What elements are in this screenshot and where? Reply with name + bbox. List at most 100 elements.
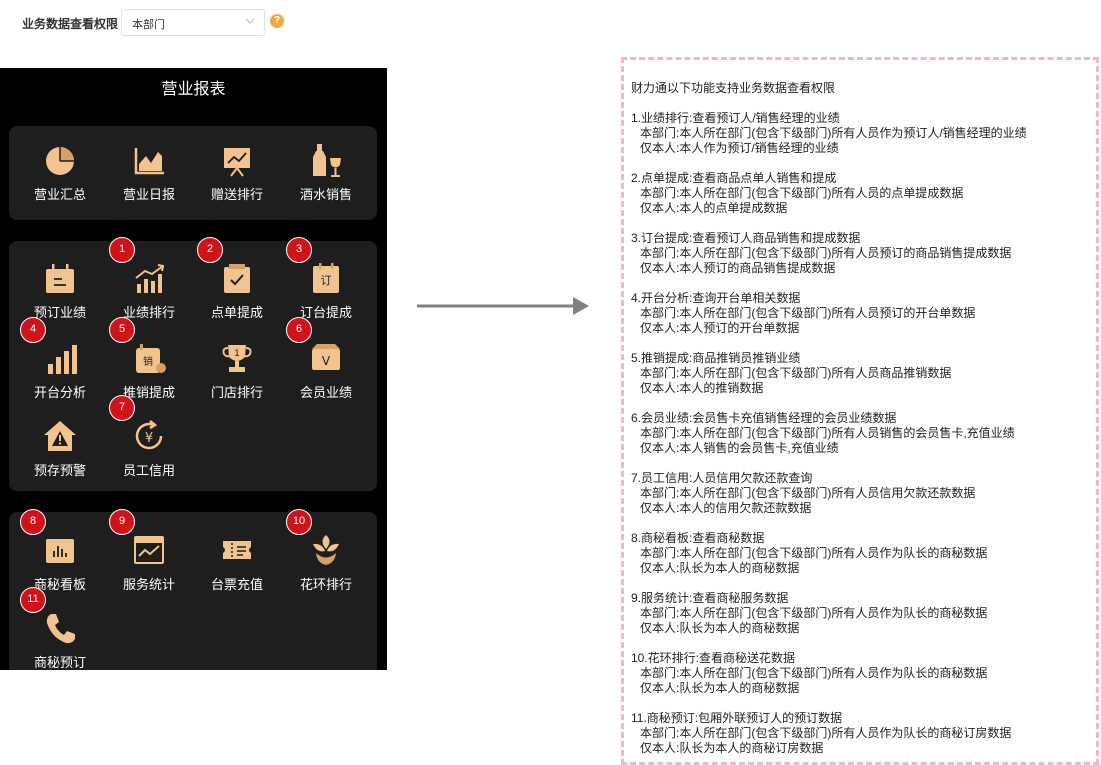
- notes-section: 10.花环排行:查看商秘送花数据本部门:本人所在部门(包含下级部门)所有人员作为…: [631, 651, 1091, 696]
- report-tile-label: 员工信用: [122, 463, 175, 478]
- report-tile-label: 服务统计: [122, 577, 175, 592]
- report-tile-label: 订台提成: [299, 305, 352, 320]
- dashboard-icon: [46, 539, 74, 563]
- notes-section: 11.商秘预订:包厢外联预订人的预订数据本部门:本人所在部门(包含下级部门)所有…: [631, 711, 1091, 756]
- notes-section-dept: 本部门:本人所在部门(包含下级部门)所有人员作为队长的商秘订房数据: [640, 726, 1012, 740]
- number-badge: 3: [286, 237, 312, 263]
- sales-icon: 销: [136, 344, 166, 373]
- notes-section-self: 仅本人:本人预订的商品销售提成数据: [640, 261, 836, 275]
- report-tile[interactable]: 预订业绩: [15, 258, 105, 328]
- notes-section-dept: 本部门:本人所在部门(包含下级部门)所有人员信用欠款还款数据: [640, 486, 976, 500]
- bottle-glass-icon: [313, 144, 341, 177]
- notes-section-dept: 本部门:本人所在部门(包含下级部门)所有人员预订的开台单数据: [640, 306, 976, 320]
- trophy-icon: 1: [222, 345, 252, 372]
- report-tile-label: 营业汇总: [33, 187, 86, 202]
- report-tile[interactable]: 销推销提成 5: [104, 317, 194, 408]
- notes-section-self: 仅本人:本人的点单提成数据: [640, 201, 788, 215]
- notes-section-dept: 本部门:本人所在部门(包含下级部门)所有人员作为队长的商秘数据: [640, 546, 988, 560]
- number-badge: 1: [109, 237, 135, 263]
- notes-section-self: 仅本人:本人销售的会员售卡,充值业绩: [640, 441, 839, 455]
- notes-section-dept: 本部门:本人所在部门(包含下级部门)所有人员预订的商品销售提成数据: [640, 246, 1012, 260]
- report-tile[interactable]: 赠送排行: [192, 140, 282, 210]
- icon-glyph: 销: [143, 355, 153, 368]
- notes-section-dept: 本部门:本人所在部门(包含下级部门)所有人员作为队长的商秘数据: [640, 606, 988, 620]
- number-badge: 8: [20, 509, 46, 535]
- notes-section-self: 仅本人:本人预订的开台单数据: [640, 321, 800, 335]
- notes-section: 2.点单提成:查看商品点单人销售和提成本部门:本人所在部门(包含下级部门)所有人…: [631, 171, 1091, 216]
- notes-section-title: 7.员工信用:人员信用欠款还款查询: [631, 471, 813, 485]
- chevron-down-icon: [245, 18, 255, 24]
- icon-glyph: 订: [321, 274, 332, 287]
- presentation-board-icon: [224, 148, 250, 177]
- report-tile-label: 商秘看板: [33, 577, 86, 592]
- notes-section-title: 1.业绩排行:查看预订人/销售经理的业绩: [631, 111, 840, 125]
- notes-section: 6.会员业绩:会员售卡充值销售经理的会员业绩数据本部门:本人所在部门(包含下级部…: [631, 411, 1091, 456]
- number-badge: 9: [109, 509, 135, 535]
- calendar-icon: [46, 264, 74, 293]
- report-tile-label: 点单提成: [210, 305, 263, 320]
- notes-section: 4.开台分析:查询开台单相关数据本部门:本人所在部门(包含下级部门)所有人员预订…: [631, 291, 1091, 336]
- notes-section-dept: 本部门:本人所在部门(包含下级部门)所有人员商品推销数据: [640, 366, 952, 380]
- report-tile[interactable]: 营业日报: [104, 140, 194, 210]
- report-tile-label: 赠送排行: [210, 187, 263, 202]
- order-check-icon: [224, 264, 250, 293]
- notes-section-dept: 本部门:本人所在部门(包含下级部门)所有人员销售的会员售卡,充值业绩: [640, 426, 1015, 440]
- notes-section-title: 3.订台提成:查看预订人商品销售和提成数据: [631, 231, 861, 245]
- report-tile-label: 花环排行: [299, 577, 352, 592]
- bar-chart-icon: [48, 345, 77, 374]
- report-tile[interactable]: 营业汇总: [15, 140, 105, 210]
- report-tile[interactable]: 花环排行 10: [281, 509, 371, 600]
- notes-section-title: 10.花环排行:查看商秘送花数据: [631, 651, 796, 665]
- report-tile[interactable]: 商秘看板 8: [15, 509, 105, 600]
- permission-select-value: 本部门: [132, 19, 165, 31]
- pie-chart-icon: [46, 147, 74, 175]
- report-tile-label: 推销提成: [122, 385, 175, 400]
- credit-yen-icon: ¥: [135, 420, 163, 450]
- number-badge: 10: [286, 509, 312, 535]
- notes-section-title: 6.会员业绩:会员售卡充值销售经理的会员业绩数据: [631, 411, 897, 425]
- report-tile[interactable]: 订订台提成 3: [281, 237, 371, 328]
- notes-section-self: 仅本人:队长为本人的商秘数据: [640, 681, 800, 695]
- warning-house-icon: [44, 421, 76, 451]
- report-tile[interactable]: 服务统计 9: [104, 509, 194, 600]
- number-badge: 4: [20, 317, 46, 343]
- report-tile-label: 预存预警: [33, 463, 86, 478]
- notes-section-dept: 本部门:本人所在部门(包含下级部门)所有人员作为队长的商秘数据: [640, 666, 988, 680]
- report-tile[interactable]: 酒水销售: [281, 140, 371, 210]
- notes-section-title: 2.点单提成:查看商品点单人销售和提成: [631, 171, 837, 185]
- page-title: 营业报表: [161, 81, 226, 98]
- icon-glyph: 1: [234, 349, 240, 359]
- report-tile[interactable]: 台票充值: [192, 530, 282, 600]
- vip-card-icon: V: [312, 344, 340, 370]
- phone-icon: [46, 614, 75, 644]
- notes-section: 8.商秘看板:查看商秘数据本部门:本人所在部门(包含下级部门)所有人员作为队长的…: [631, 531, 1091, 576]
- number-badge: 2: [197, 237, 223, 263]
- notes-section-self: 仅本人:队长为本人的商秘数据: [640, 561, 800, 575]
- report-tile-label: 预订业绩: [33, 305, 86, 320]
- notes-section: 1.业绩排行:查看预订人/销售经理的业绩本部门:本人所在部门(包含下级部门)所有…: [631, 111, 1091, 156]
- report-card-secretary: [9, 512, 377, 670]
- notes-section: 5.推销提成:商品推销员推销业绩本部门:本人所在部门(包含下级部门)所有人员商品…: [631, 351, 1091, 396]
- help-icon[interactable]: ?: [270, 14, 284, 28]
- notes-section: 3.订台提成:查看预订人商品销售和提成数据本部门:本人所在部门(包含下级部门)所…: [631, 231, 1091, 276]
- notes-section-title: 4.开台分析:查询开台单相关数据: [631, 291, 801, 305]
- report-tile[interactable]: 预存预警: [15, 416, 105, 486]
- notes-section-title: 11.商秘预订:包厢外联预订人的预订数据: [631, 711, 843, 725]
- number-badge: 5: [109, 317, 135, 343]
- notes-section-title: 9.服务统计:查看商秘服务数据: [631, 591, 789, 605]
- permission-notes-panel: 财力通以下功能支持业务数据查看权限 1.业绩排行:查看预订人/销售经理的业绩本部…: [621, 57, 1099, 765]
- report-tile-label: 会员业绩: [299, 385, 352, 400]
- service-chart-icon: [134, 536, 164, 564]
- permission-label: 业务数据查看权限: [22, 17, 119, 31]
- right-arrow-icon: [417, 297, 589, 315]
- notes-section-dept: 本部门:本人所在部门(包含下级部门)所有人员的点单提成数据: [640, 186, 964, 200]
- report-tile-label: 台票充值: [210, 577, 263, 592]
- permission-select[interactable]: 本部门: [121, 9, 265, 36]
- report-tile[interactable]: 点单提成 2: [192, 237, 282, 328]
